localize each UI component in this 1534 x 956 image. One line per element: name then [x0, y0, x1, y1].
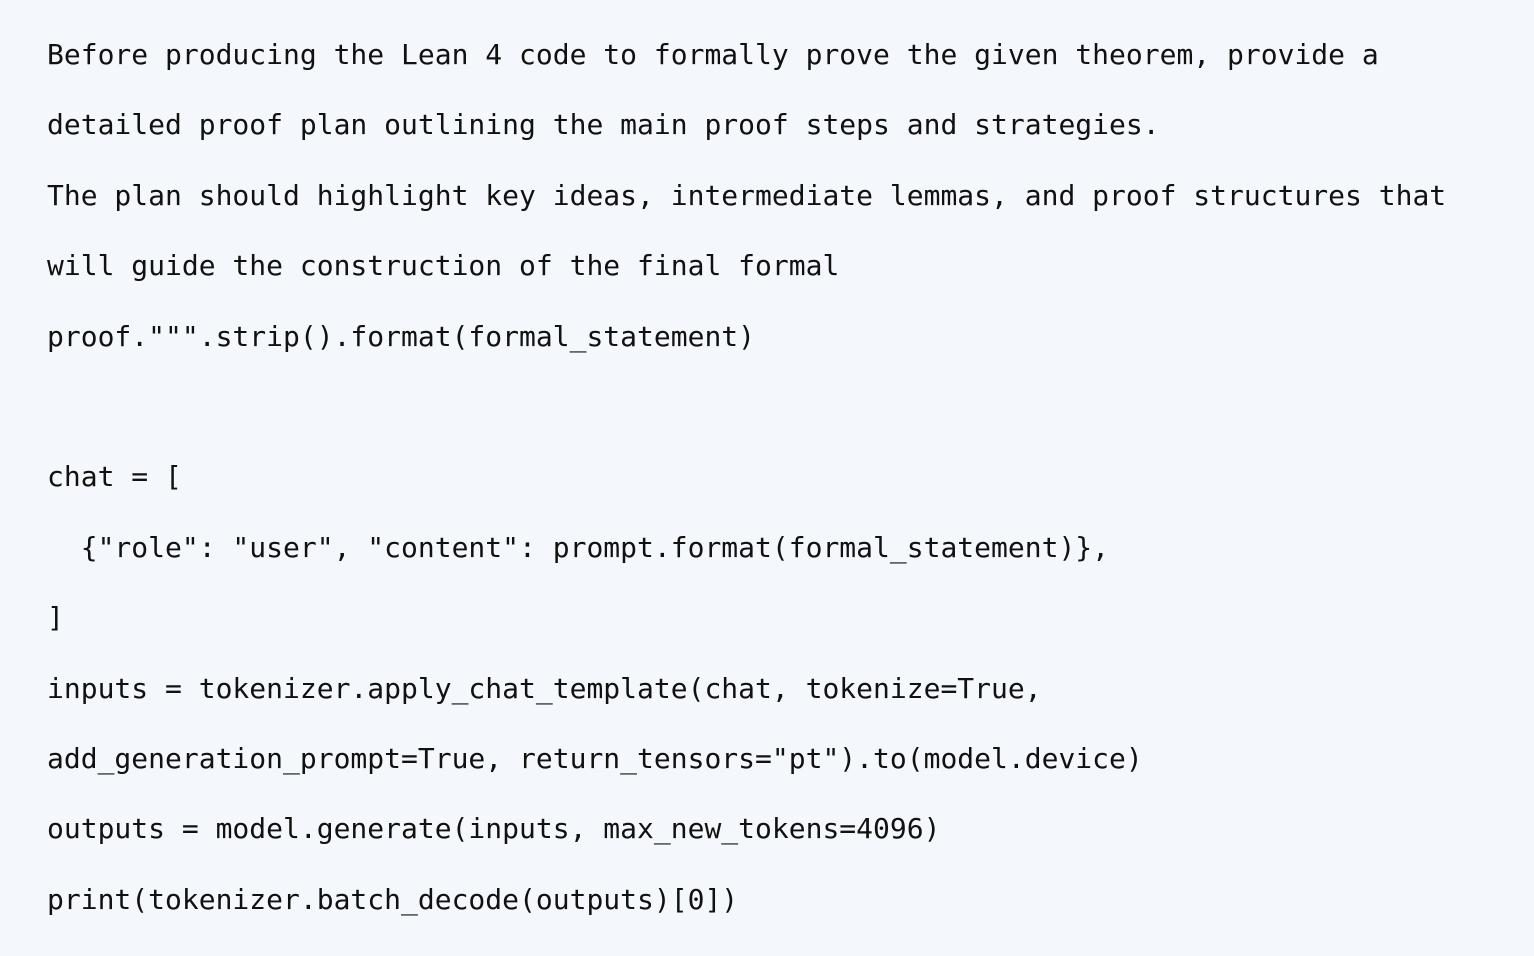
code-line-chat-close: ] [47, 601, 64, 635]
code-line-outputs: outputs = model.generate(inputs, max_new… [47, 812, 941, 846]
code-line-print: print(tokenizer.batch_decode(outputs)[0]… [47, 882, 739, 916]
code-line-prompt-4: will guide the construction of the final… [47, 249, 840, 283]
code-line-prompt-format: proof.""".strip().format(formal_statemen… [47, 319, 756, 353]
code-line-chat-open: chat = [ [47, 460, 182, 494]
code-line-blank [47, 376, 1534, 446]
code-line-prompt-1: Before producing the Lean 4 code to form… [47, 38, 1379, 71]
code-line-chat-message: {"role": "user", "content": prompt.forma… [47, 530, 1110, 564]
code-line-prompt-2: detailed proof plan outlining the main p… [47, 108, 1160, 142]
code-line-prompt-3: The plan should highlight key ideas, int… [47, 178, 1447, 212]
code-line-inputs-continued: add_generation_prompt=True, return_tenso… [47, 741, 1143, 775]
code-line-inputs: inputs = tokenizer.apply_chat_template(c… [47, 671, 1042, 705]
